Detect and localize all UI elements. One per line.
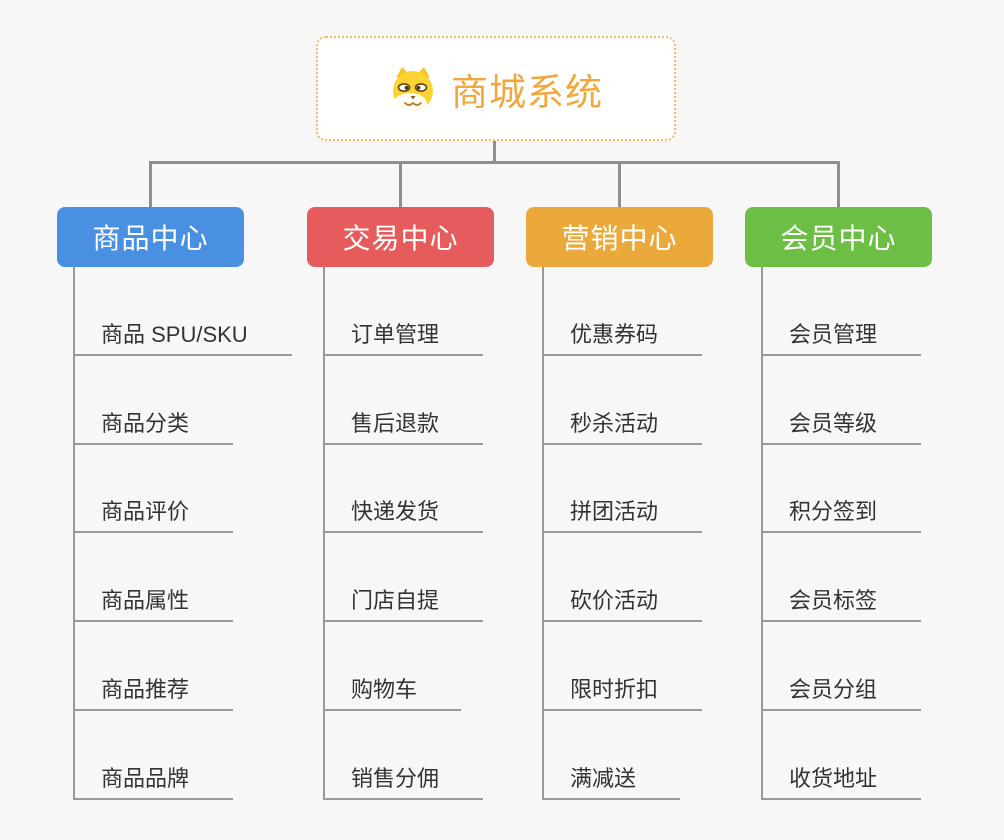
child-node[interactable]: 商品分类 [75, 356, 234, 445]
child-node[interactable]: 商品 SPU/SKU [75, 267, 292, 356]
connector-bus [149, 161, 840, 164]
child-node[interactable]: 商品评价 [75, 445, 234, 534]
branch-trade-center[interactable]: 交易中心 [307, 207, 494, 267]
child-node[interactable]: 售后退款 [325, 356, 484, 445]
child-node[interactable]: 商品属性 [75, 533, 234, 623]
child-node[interactable]: 销售分佣 [325, 711, 484, 800]
connector-drop-marketing [618, 161, 621, 207]
child-node[interactable]: 收货地址 [763, 711, 922, 800]
child-node[interactable]: 优惠券码 [544, 267, 703, 356]
branch-children-marketing: 优惠券码 秒杀活动 拼团活动 砍价活动 限时折扣 满减送 [542, 267, 703, 800]
root-title: 商城系统 [451, 71, 603, 113]
child-node[interactable]: 限时折扣 [544, 622, 703, 712]
child-node[interactable]: 商品推荐 [75, 622, 234, 712]
child-node[interactable]: 会员等级 [763, 356, 922, 445]
child-node[interactable]: 积分签到 [763, 445, 922, 534]
connector-drop-product [149, 161, 152, 207]
dog-face-icon [393, 66, 433, 111]
child-node[interactable]: 门店自提 [325, 533, 484, 623]
child-node[interactable]: 拼团活动 [544, 445, 703, 534]
child-node[interactable]: 会员管理 [763, 267, 922, 356]
child-node[interactable]: 秒杀活动 [544, 356, 703, 445]
child-node[interactable]: 会员分组 [763, 622, 922, 712]
connector-drop-trade [399, 161, 402, 207]
branch-marketing-center[interactable]: 营销中心 [526, 207, 713, 267]
connector-root-drop [493, 140, 496, 162]
child-node[interactable]: 快递发货 [325, 445, 484, 534]
child-node[interactable]: 订单管理 [325, 267, 484, 356]
connector-drop-member [837, 161, 840, 207]
child-node[interactable]: 会员标签 [763, 533, 922, 623]
child-node[interactable]: 满减送 [544, 711, 681, 800]
child-node[interactable]: 购物车 [325, 622, 462, 712]
branch-member-center[interactable]: 会员中心 [745, 207, 932, 267]
child-node[interactable]: 商品品牌 [75, 711, 234, 800]
branch-product-center[interactable]: 商品中心 [57, 207, 244, 267]
root-node[interactable]: 商城系统 [316, 36, 676, 141]
branch-children-product: 商品 SPU/SKU 商品分类 商品评价 商品属性 商品推荐 商品品牌 [73, 267, 292, 800]
child-node[interactable]: 砍价活动 [544, 533, 703, 623]
branch-children-trade: 订单管理 售后退款 快递发货 门店自提 购物车 销售分佣 [323, 267, 484, 800]
branch-children-member: 会员管理 会员等级 积分签到 会员标签 会员分组 收货地址 [761, 267, 922, 800]
